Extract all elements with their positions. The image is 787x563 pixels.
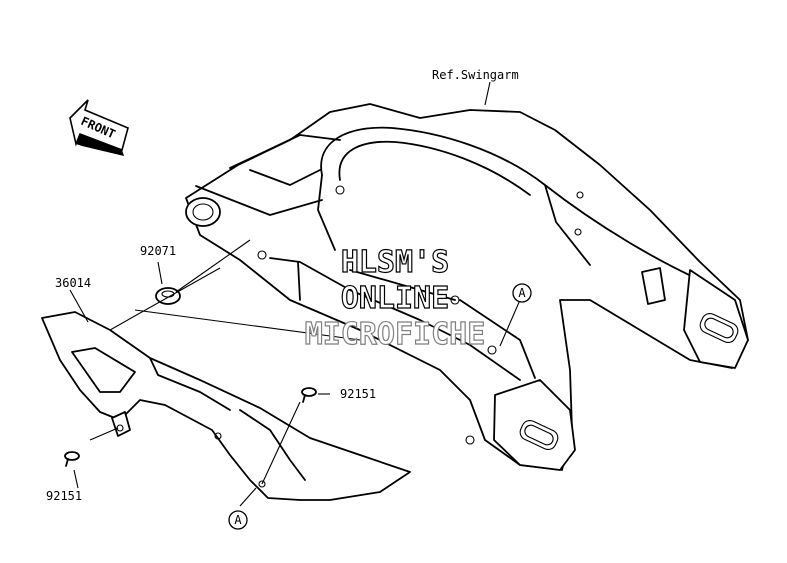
part-number-bolt-upper: 92151 — [340, 387, 376, 401]
ref-swingarm-label: Ref.Swingarm — [432, 68, 519, 82]
collar-part — [155, 287, 181, 305]
watermark: HLSM'S ONLINE MICROFICHE — [304, 244, 486, 352]
marker-a-upper-label: A — [518, 286, 526, 300]
leader-lines — [69, 81, 521, 507]
watermark-line-1: HLSM'S — [341, 245, 449, 280]
watermark-line-3: MICROFICHE — [305, 317, 486, 352]
chain-cover — [41, 311, 411, 501]
front-arrow-icon: FRONT — [69, 99, 129, 156]
marker-a-lower: A — [228, 510, 248, 530]
part-number-bolt-lower: 92151 — [46, 489, 82, 503]
part-number-collar: 92071 — [140, 244, 176, 258]
part-number-chain-cover: 36014 — [55, 276, 91, 290]
marker-a-upper: A — [512, 283, 532, 303]
watermark-line-2: ONLINE — [341, 281, 449, 316]
bolt-lower — [64, 451, 80, 467]
marker-a-lower-label: A — [234, 513, 242, 527]
bolt-upper — [301, 387, 317, 403]
swingarm — [185, 103, 749, 471]
